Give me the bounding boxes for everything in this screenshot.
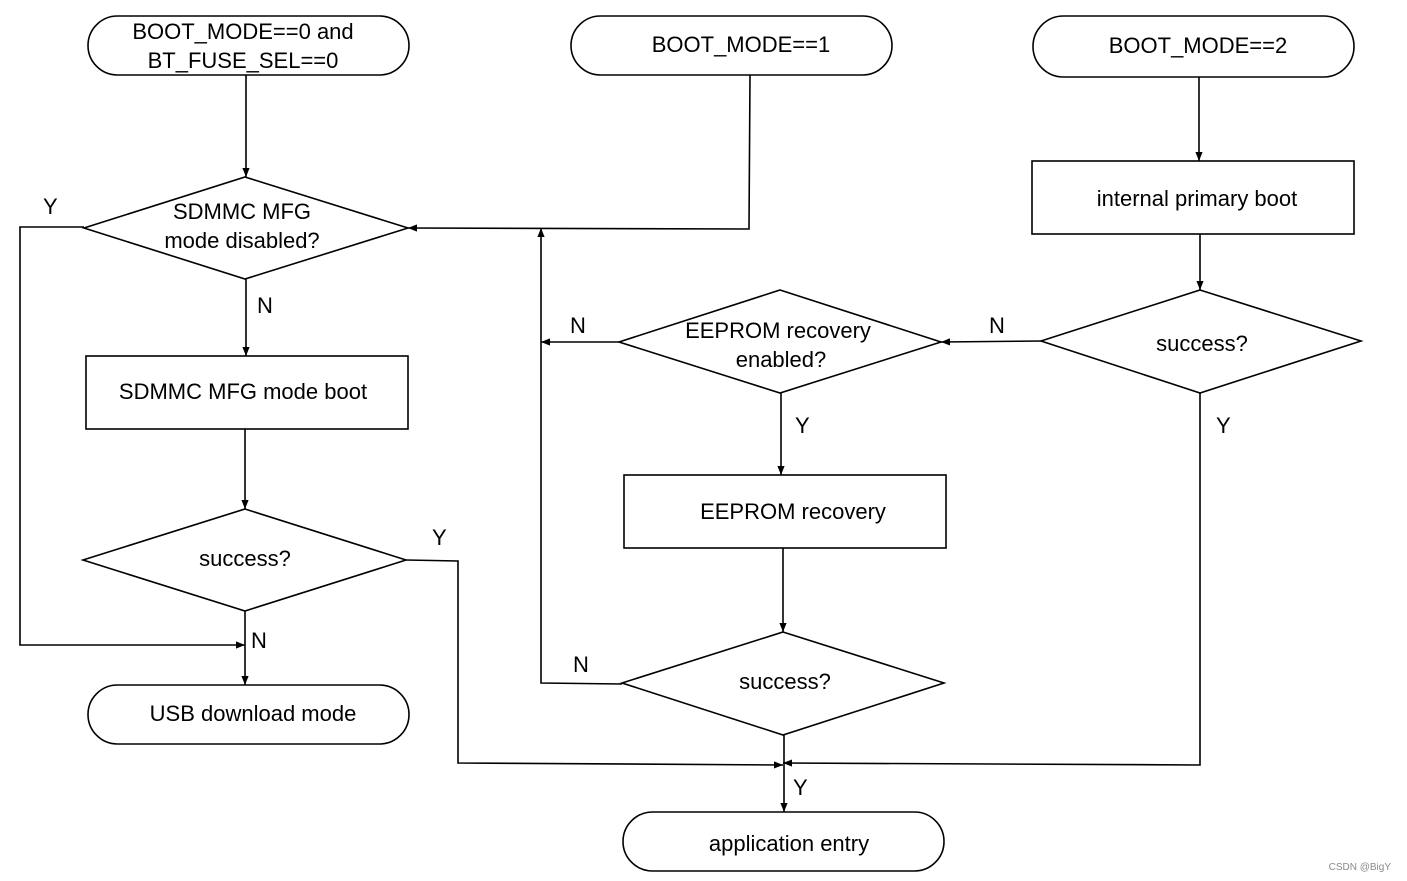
start-boot-mode-0: BOOT_MODE==0 and BT_FUSE_SEL==0 (87, 15, 410, 76)
usb-download-mode-terminal: USB download mode (87, 684, 410, 745)
eeprom-success-label: success? (739, 669, 831, 694)
eeprom-recovery-enabled-decision: EEPROM recovery enabled? (616, 289, 944, 394)
watermark-text: CSDN @BigY (1329, 862, 1392, 873)
edge-mode1-to-sdmmc-decision (407, 74, 751, 232)
label-sdmmc-success-no: N (251, 628, 267, 653)
edge-primary-success-no-to-eeprom (940, 338, 1042, 346)
sdmmc-mfg-mode-boot-process: SDMMC MFG mode boot (85, 355, 409, 430)
sdmmc-decision-line1: SDMMC MFG (173, 199, 311, 224)
label-sdmmc-disabled-no: N (257, 293, 273, 318)
eeprom-recovery-label: EEPROM recovery (700, 499, 886, 524)
label-eeprom-success-no: N (573, 652, 589, 677)
start-boot-mode-1-label: BOOT_MODE==1 (652, 32, 831, 57)
application-entry-label: application entry (709, 831, 869, 856)
eeprom-decision-line1: EEPROM recovery (685, 318, 871, 343)
sdmmc-mode-disabled-decision: SDMMC MFG mode disabled? (81, 176, 411, 280)
start-boot-mode-2-label: BOOT_MODE==2 (1109, 33, 1288, 58)
start-boot-mode-0-line2: BT_FUSE_SEL==0 (148, 48, 339, 73)
label-eeprom-enabled-yes: Y (795, 413, 810, 438)
edge-sdmmc-success-yes-to-app (405, 559, 784, 769)
eeprom-decision-line2: enabled? (736, 347, 827, 372)
edge-labels: Y N Y N N Y N Y N Y (43, 194, 1231, 800)
label-eeprom-enabled-no: N (570, 313, 586, 338)
eeprom-recovery-process: EEPROM recovery (623, 474, 947, 549)
primary-success-label: success? (1156, 331, 1248, 356)
primary-success-decision: success? (1038, 289, 1364, 394)
edge-primary-success-yes-to-app (782, 393, 1201, 767)
internal-primary-boot-label: internal primary boot (1097, 186, 1298, 211)
eeprom-success-decision: success? (619, 631, 947, 736)
internal-primary-boot-process: internal primary boot (1031, 160, 1355, 235)
start-boot-mode-0-line1: BOOT_MODE==0 and (132, 19, 353, 44)
start-boot-mode-1: BOOT_MODE==1 (570, 15, 893, 76)
connectors (19, 74, 1204, 812)
label-sdmmc-success-yes: Y (432, 525, 447, 550)
sdmmc-boot-label: SDMMC MFG mode boot (119, 379, 367, 404)
sdmmc-success-decision: success? (80, 508, 409, 612)
sdmmc-success-label: success? (199, 546, 291, 571)
start-boot-mode-2: BOOT_MODE==2 (1032, 15, 1355, 78)
edge-sdmmc-disabled-yes-to-usb (19, 226, 245, 649)
label-sdmmc-disabled-yes: Y (43, 194, 58, 219)
label-primary-success-no: N (989, 313, 1005, 338)
edge-eeprom-success-no-to-sdmmc (537, 228, 623, 685)
sdmmc-decision-line2: mode disabled? (164, 228, 319, 253)
label-eeprom-success-yes: Y (793, 775, 808, 800)
application-entry-terminal: application entry (622, 811, 945, 872)
label-primary-success-yes: Y (1216, 413, 1231, 438)
usb-download-label: USB download mode (150, 701, 357, 726)
